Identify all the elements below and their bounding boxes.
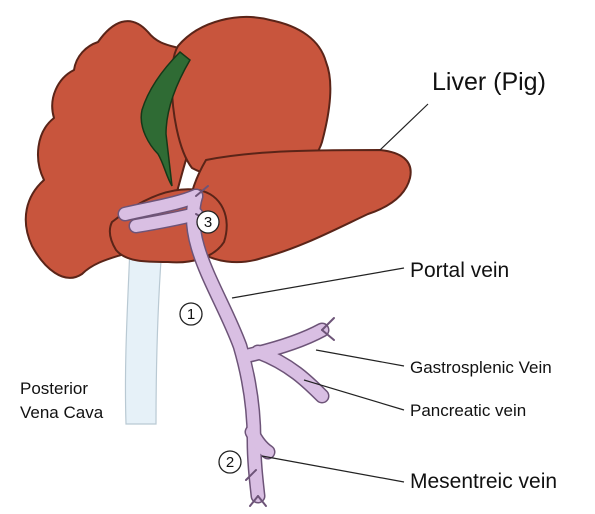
- leader-portal-vein: [232, 268, 404, 298]
- leader-mesenteric: [262, 456, 404, 482]
- label-vena-cava-line1: Posterior: [20, 379, 88, 398]
- label-portal-vein: Portal vein: [410, 259, 509, 282]
- svg-text:2: 2: [226, 454, 234, 471]
- marker-1: 1: [180, 303, 202, 325]
- svg-text:3: 3: [204, 214, 212, 231]
- leader-gastrosplenic: [316, 350, 404, 366]
- marker-3: 3: [197, 211, 219, 233]
- svg-text:1: 1: [187, 306, 195, 323]
- label-gastrosplenic-vein: Gastrosplenic Vein: [410, 358, 552, 377]
- liver-shape: [26, 17, 411, 278]
- vena-cava-shape: [125, 246, 162, 424]
- label-mesenteric-vein: Mesentreic vein: [410, 470, 557, 493]
- label-liver: Liver (Pig): [432, 68, 546, 96]
- label-pancreatic-vein: Pancreatic vein: [410, 401, 526, 420]
- leader-liver: [380, 104, 428, 150]
- label-vena-cava-line2: Vena Cava: [20, 403, 104, 422]
- marker-2: 2: [219, 451, 241, 473]
